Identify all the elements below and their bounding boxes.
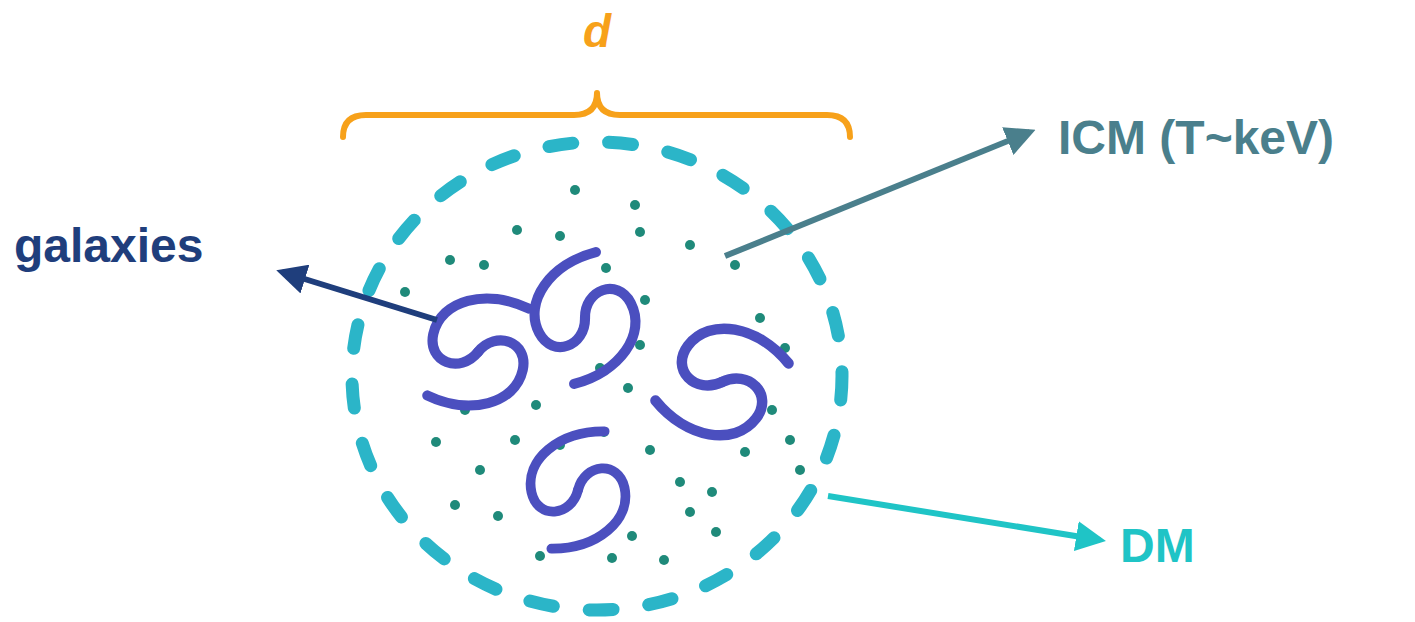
galaxy-spirals (417, 246, 798, 552)
galaxies-leader (282, 272, 437, 320)
dimension-label: d (583, 8, 611, 54)
galaxies-label: galaxies (14, 222, 203, 270)
icm-leader (725, 132, 1030, 256)
icm-dots (400, 185, 805, 565)
size-bracket (343, 93, 850, 137)
dm-halo (352, 142, 842, 610)
dm-leader (828, 496, 1100, 540)
dm-label: DM (1120, 522, 1195, 570)
icm-label: ICM (T~keV) (1058, 114, 1334, 162)
